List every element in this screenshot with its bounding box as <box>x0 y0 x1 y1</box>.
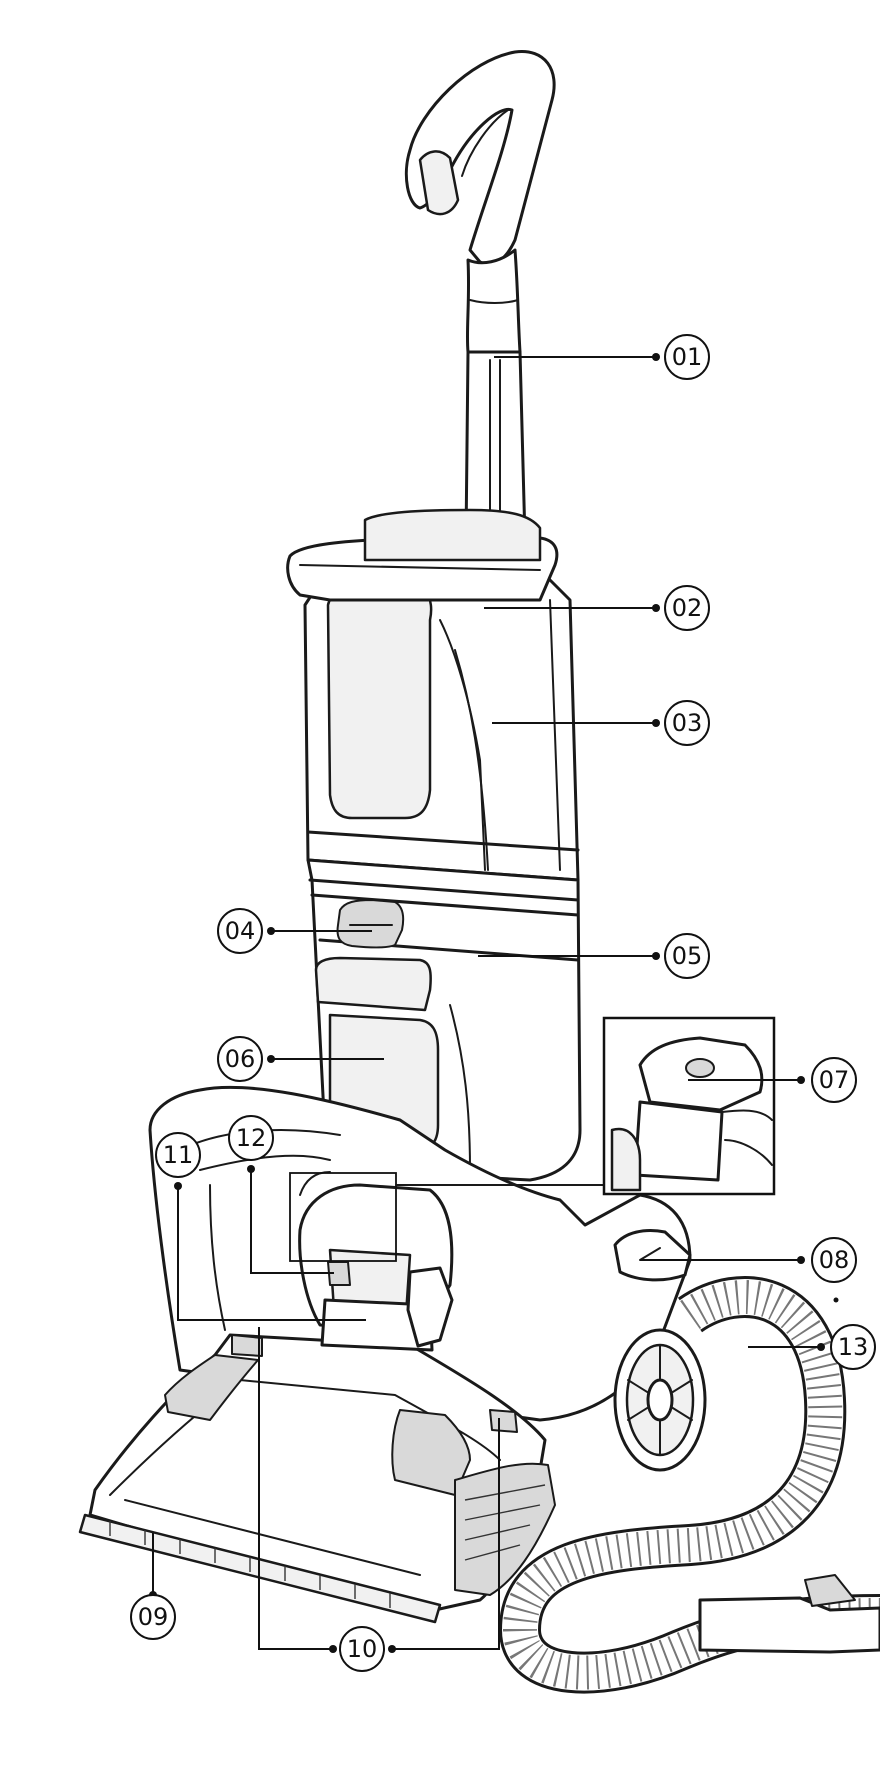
nozzle-cover-release <box>327 1261 454 1348</box>
callout-12: 12 <box>228 1115 274 1161</box>
svg-text:12: 12 <box>236 1124 267 1152</box>
detail-highlight-box <box>289 1172 606 1262</box>
callout-06: 06 <box>217 1036 263 1082</box>
flexible-hose <box>498 1276 880 1694</box>
callout-07: 07 <box>811 1057 857 1103</box>
callout-13: 13 <box>830 1324 876 1370</box>
callout-04: 04 <box>217 908 263 954</box>
left-brush-window <box>164 1354 259 1421</box>
mode-button-pad <box>613 1229 692 1282</box>
detail-inset <box>602 1016 776 1196</box>
svg-text:01: 01 <box>672 343 703 371</box>
svg-text:03: 03 <box>672 709 703 737</box>
callout-05: 05 <box>664 933 710 979</box>
svg-text:09: 09 <box>138 1603 169 1631</box>
tank-release-button <box>336 899 405 949</box>
callout-08: 08 <box>811 1237 857 1283</box>
svg-text:08: 08 <box>819 1246 850 1274</box>
handle-neck <box>465 248 522 354</box>
callout-03: 03 <box>664 700 710 746</box>
handle-grip <box>404 50 556 266</box>
svg-text:13: 13 <box>838 1333 869 1361</box>
callout-leaders <box>149 353 839 1653</box>
tank-carry-handle <box>286 508 559 602</box>
callout-10: 10 <box>339 1626 385 1672</box>
svg-text:07: 07 <box>819 1066 850 1094</box>
svg-text:05: 05 <box>672 942 703 970</box>
svg-text:10: 10 <box>347 1635 378 1663</box>
callout-01: 01 <box>664 334 710 380</box>
dirty-water-tank <box>306 858 582 1182</box>
svg-text:02: 02 <box>672 594 703 622</box>
nozzle-latch-left <box>231 1334 263 1357</box>
callout-09: 09 <box>130 1594 176 1640</box>
clean-water-tank <box>303 576 580 882</box>
callout-02: 02 <box>664 585 710 631</box>
svg-text:06: 06 <box>225 1045 256 1073</box>
rear-wheel <box>613 1328 707 1472</box>
callout-11: 11 <box>155 1132 201 1178</box>
scrub-teeth <box>109 1521 391 1608</box>
nozzle-latch-right <box>489 1409 518 1433</box>
svg-text:04: 04 <box>225 917 256 945</box>
svg-text:11: 11 <box>163 1141 194 1169</box>
